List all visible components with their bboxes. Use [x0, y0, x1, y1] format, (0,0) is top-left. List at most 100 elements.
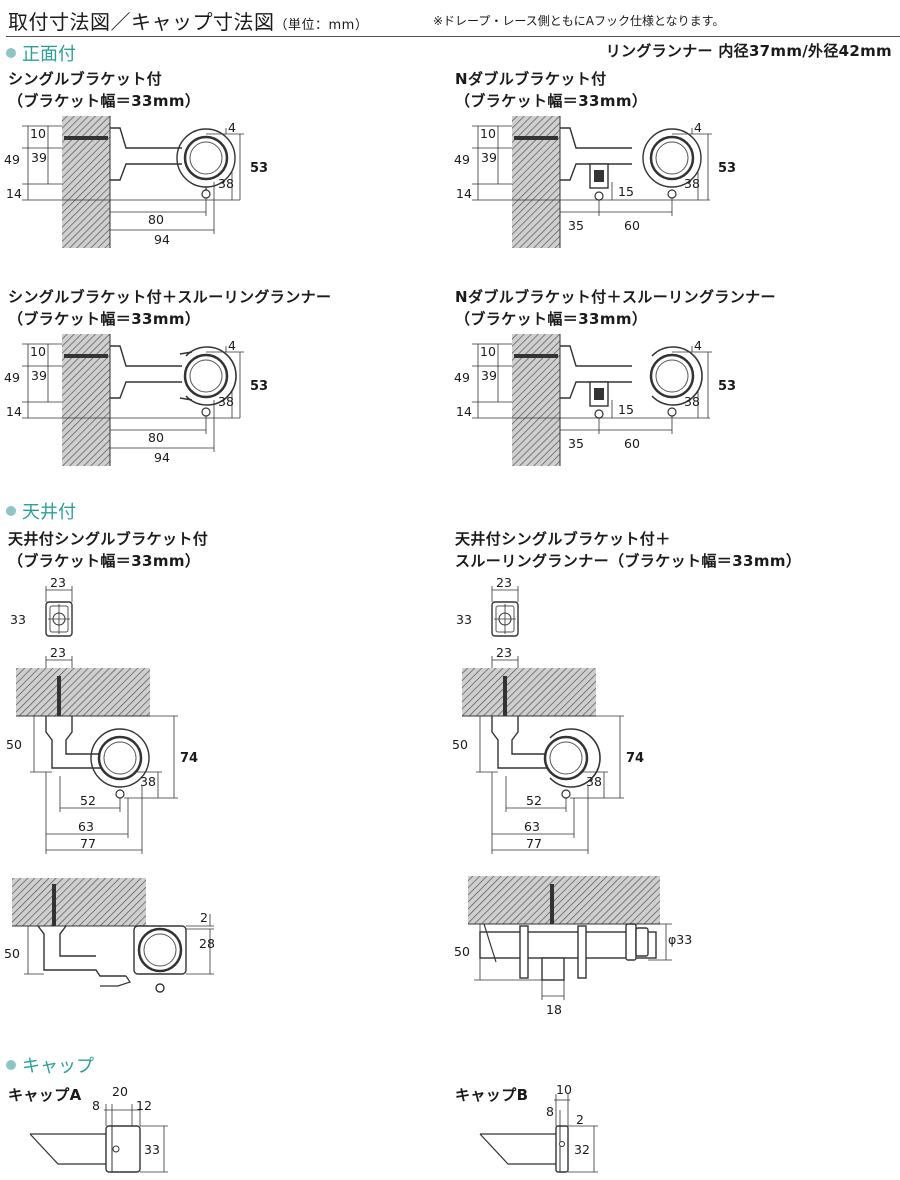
unit-label: （単位：mm）	[274, 18, 369, 33]
dim-h: 80	[148, 430, 164, 445]
bullet-icon	[6, 506, 16, 516]
hook-note: ※ドレープ・レース側ともにAフック仕様となります。	[433, 14, 725, 28]
bracket-arm	[37, 925, 126, 977]
pole-ring	[90, 728, 150, 788]
through-ring	[185, 346, 237, 406]
wall-hatch	[62, 116, 110, 248]
dim-h: 15	[618, 184, 634, 199]
dim-x1: 52	[526, 793, 542, 808]
dim-d: 14	[456, 186, 472, 201]
double-bracket-label: Nダブルブラケット付（ブラケット幅＝33mm）	[455, 70, 648, 110]
screw	[64, 136, 108, 140]
dim-d: 14	[456, 404, 472, 419]
dim-f: 53	[250, 379, 268, 394]
dim-gap: 2	[200, 910, 208, 925]
bracket-arm	[110, 345, 182, 399]
dim-e: 4	[228, 120, 236, 135]
bracket-top-view: 23 33	[10, 575, 73, 637]
dim-i: 94	[154, 450, 170, 465]
ceiling-through-diagram: 23 33 23 50 74 38 52 63 77	[452, 575, 644, 854]
section-front-label: 正面付	[22, 44, 76, 65]
ceiling-hatch	[12, 878, 146, 926]
dim-r: 38	[140, 774, 156, 789]
curtain-pole	[479, 923, 657, 981]
dim-j: 60	[624, 436, 640, 451]
dim-e: 4	[694, 120, 702, 135]
dim-f: 53	[718, 379, 736, 394]
screw	[57, 676, 61, 716]
section-front: 正面付	[6, 40, 76, 66]
dim-g: 38	[218, 394, 234, 409]
through-ring	[651, 346, 703, 406]
dim-dia: φ33	[668, 932, 692, 947]
dim-c: 39	[31, 368, 47, 383]
dim-d: 33	[144, 1142, 160, 1157]
dim-w: 18	[546, 1002, 562, 1017]
section-cap-label: キャップ	[22, 1056, 94, 1077]
double-through-diagram: 10 49 39 14 4 53 38 15 35 60	[454, 334, 736, 466]
bullet-icon	[6, 48, 16, 58]
wall-hatch	[62, 334, 110, 466]
bracket-arm	[491, 716, 550, 769]
section-ceiling: 天井付	[6, 498, 76, 524]
dim-c: 39	[31, 150, 47, 165]
dim-a: 10	[30, 126, 46, 141]
section-cap: キャップ	[6, 1052, 94, 1078]
header-divider	[6, 36, 900, 37]
dim-a: 10	[30, 344, 46, 359]
page-title-text: 取付寸法図／キャップ寸法図	[8, 10, 275, 34]
dim-f: 53	[718, 161, 736, 176]
dim-x2: 63	[78, 819, 94, 834]
screw	[503, 676, 507, 716]
ceiling-hatch	[468, 876, 660, 924]
double-through-label: Nダブルブラケット付＋スルーリングランナー（ブラケット幅＝33mm）	[455, 288, 776, 328]
ceiling-front-diagram: φ33 50 18	[454, 876, 692, 1017]
dim-i: 94	[154, 232, 170, 247]
dim-b: 49	[4, 370, 20, 385]
cap-a-diagram: 8 20 12 33	[29, 1084, 168, 1173]
dim-w: 23	[50, 575, 66, 590]
dim-a: 10	[480, 126, 496, 141]
dim-e: 4	[228, 338, 236, 353]
dim-h: 80	[148, 212, 164, 227]
ceiling-single-label: 天井付シングルブラケット付（ブラケット幅＝33mm）	[8, 530, 209, 570]
dim-w: 23	[496, 575, 512, 590]
dim-t: 74	[626, 751, 644, 766]
dim-b: 20	[112, 1084, 128, 1099]
bullet-icon	[6, 1060, 16, 1070]
dim-e: 4	[694, 338, 702, 353]
dim-x2: 63	[524, 819, 540, 834]
screw	[52, 884, 56, 926]
dim-g: 38	[218, 176, 234, 191]
dim-h: 33	[456, 612, 472, 627]
dim-ring: 28	[199, 936, 215, 951]
dim-w2: 23	[496, 645, 512, 660]
cap-a-part	[105, 1125, 141, 1173]
pole-body	[479, 1133, 556, 1165]
dim-x3: 77	[80, 836, 96, 851]
pole-ring	[642, 128, 702, 188]
cap-b-diagram: 10 8 2 32	[479, 1082, 598, 1173]
page-title: 取付寸法図／キャップ寸法図（単位：mm）	[8, 6, 368, 35]
dim-w2: 23	[50, 645, 66, 660]
ceiling-through-label: 天井付シングルブラケット付＋スルーリングランナー（ブラケット幅＝33mm）	[455, 530, 802, 570]
double-bracket-diagram: 10 49 39 14 4 53 38 15 35 60	[454, 116, 736, 248]
dim-j: 60	[624, 218, 640, 233]
dim-i: 35	[568, 436, 584, 451]
dim-c: 39	[481, 368, 497, 383]
wall-hatch	[512, 334, 560, 466]
wall-hatch	[512, 116, 560, 248]
runner-spec: リングランナー 内径37mm/外径42mm	[605, 42, 892, 60]
dim-g: 38	[684, 394, 700, 409]
dim-d: 14	[6, 186, 22, 201]
dim-c: 2	[576, 1112, 584, 1127]
dim-g: 38	[684, 176, 700, 191]
dim-v: 50	[4, 946, 20, 961]
dim-h: 15	[618, 402, 634, 417]
dim-b: 8	[546, 1104, 554, 1119]
ceiling-side-diagram: 2 28 50	[4, 878, 215, 993]
dim-v: 50	[6, 737, 22, 752]
bracket-top-view: 23 33	[456, 575, 519, 637]
dim-h: 33	[10, 612, 26, 627]
dim-f: 53	[250, 161, 268, 176]
